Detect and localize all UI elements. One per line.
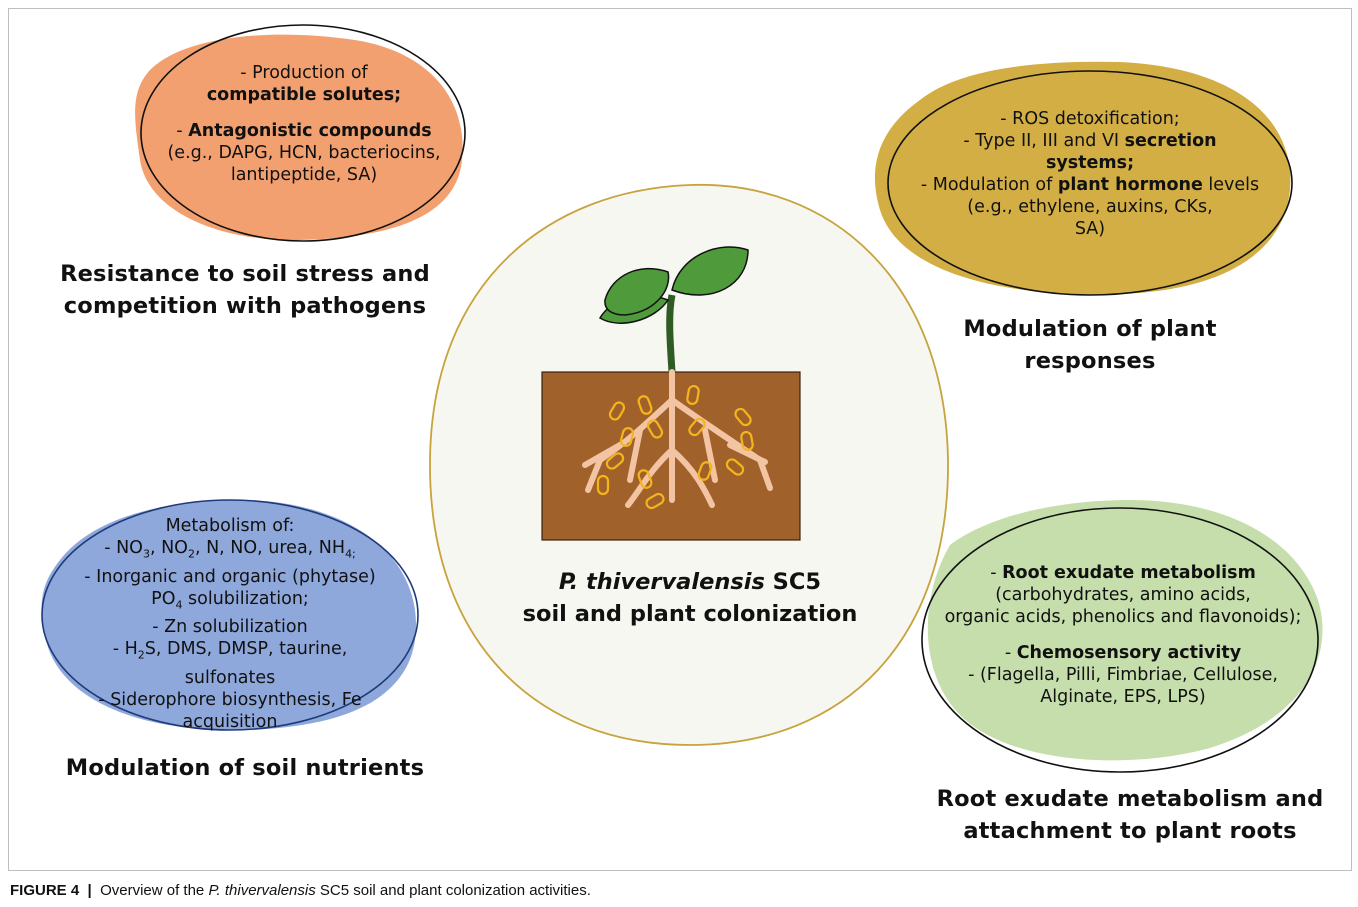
heading-line: responses [1024,348,1156,374]
text-line: - ROS detoxification; [1000,109,1180,129]
heading-line: Root exudate metabolism and [936,786,1324,812]
text-line: - Inorganic and organic (phytase) [84,566,376,587]
roots [582,369,773,508]
text-line: (e.g., DAPG, HCN, bacteriocins, [167,143,441,163]
caption-italic: P. thivervalensis [208,882,316,899]
heading-line: Resistance to soil stress and [60,261,430,287]
center-title-line2: soil and plant colonization [522,601,858,627]
heading-line: attachment to plant roots [963,818,1297,844]
blob-bottom-right-text: - Root exudate metabolism (carbohydrates… [918,562,1328,708]
text-line: PO4 solubilization; [151,588,309,612]
caption-separator: | [79,882,101,899]
leaf-right [671,246,749,296]
text-line: acquisition [182,711,278,732]
heading-root-exudate: Root exudate metabolism and attachment t… [905,783,1355,847]
heading-line: competition with pathogens [63,293,427,319]
text-line: - NO3, NO2, N, NO, urea, NH4; [104,538,356,561]
text-line: lantipeptide, SA) [230,165,378,185]
heading-line: Modulation of soil nutrients [65,755,425,781]
plant-illustration [541,246,801,541]
text-line: - Modulation of plant hormone levels [920,175,1260,195]
text-line: - Chemosensory activity [1004,643,1242,663]
blob-top-left-text: - Production of compatible solutes; - An… [145,62,463,186]
text-line: - Type II, III and VI secretion [963,131,1217,151]
heading-plant-responses: Modulation of plant responses [900,313,1280,377]
caption-label: FIGURE 4 [10,882,80,899]
text-line: - Antagonistic compounds [176,121,432,141]
text-line: systems; [1045,153,1135,173]
center-title: P. thivervalensis SC5 soil and plant col… [460,566,920,630]
caption-text: SC5 soil and plant colonization activiti… [315,882,591,899]
blob-top-right-text: - ROS detoxification; - Type II, III and… [890,108,1290,240]
caption-text: Overview of the [100,882,209,899]
text-line: - Siderophore biosynthesis, Fe [98,689,362,710]
text-line: compatible solutes; [206,85,402,105]
leaf-left-2 [604,267,670,316]
text-line: Metabolism of: [165,516,295,536]
text-line: SA) [1074,219,1106,239]
figure-frame [8,8,1352,871]
heading-soil-nutrients: Modulation of soil nutrients [30,752,460,784]
text-line: sulfonates [184,667,276,688]
text-line: (carbohydrates, amino acids, [995,585,1251,605]
bacteria [596,384,754,510]
center-title-line1: P. thivervalensis SC5 [558,569,822,595]
text-line: - H2S, DMS, DMSP, taurine, [112,639,348,662]
text-line: (e.g., ethylene, auxins, CKs, [967,197,1213,217]
blob-bottom-right [921,500,1323,773]
text-line: organic acids, phenolics and flavonoids)… [944,607,1302,627]
text-line: - Zn solubilization [152,617,308,637]
text-line: Alginate, EPS, LPS) [1040,687,1206,707]
figure-caption: FIGURE 4 | Overview of the P. thivervale… [10,882,591,899]
text-line: - (Flagella, Pilli, Fimbriae, Cellulose, [968,665,1278,685]
text-line: - Production of [240,63,368,83]
blob-top-left [135,24,466,242]
heading-line: Modulation of plant [963,316,1217,342]
heading-resistance: Resistance to soil stress and competitio… [30,258,460,322]
blob-bottom-left [41,499,419,731]
stem [666,294,676,373]
blob-top-right [874,61,1293,296]
blob-bottom-left-text: Metabolism of: - NO3, NO2, N, NO, urea, … [42,515,418,733]
text-line: - Root exudate metabolism [990,563,1256,583]
